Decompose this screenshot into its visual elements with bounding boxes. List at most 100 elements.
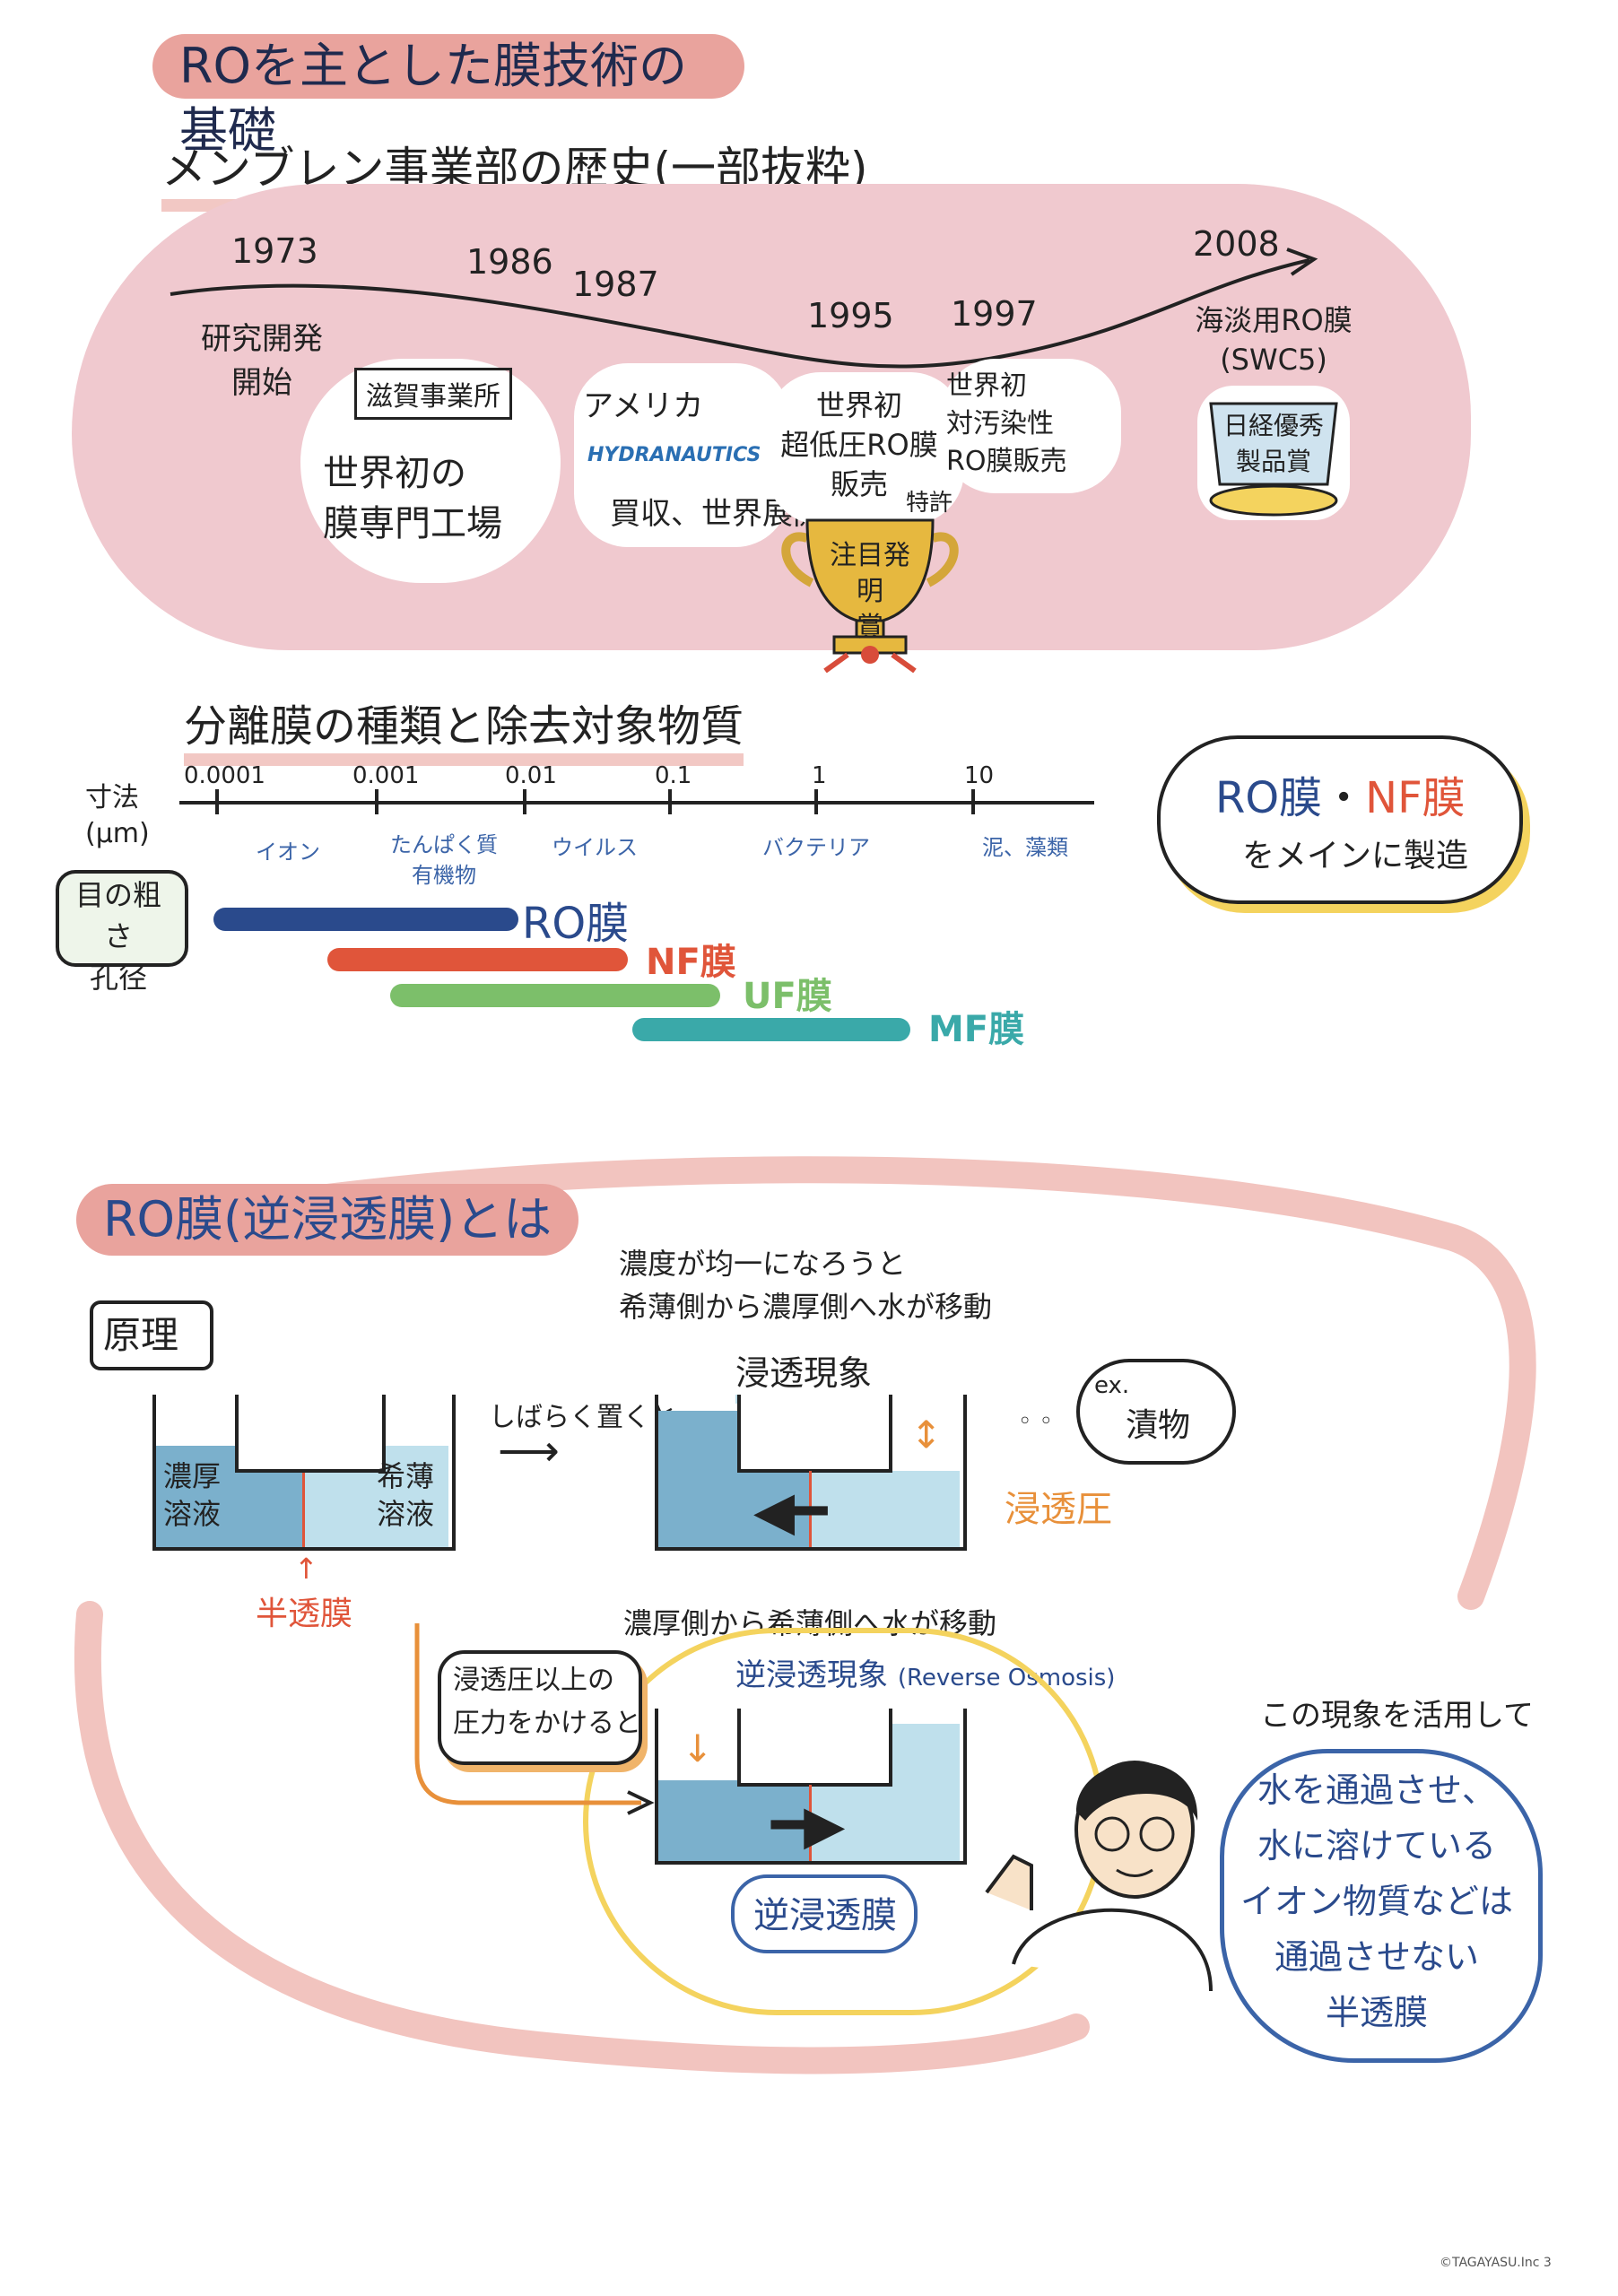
osmotic-pressure-label: 浸透圧 (1005, 1489, 1112, 1530)
ro-membrane-label: 逆浸透膜 (753, 1895, 897, 1936)
event-2008-text: 海淡用RO膜 (SWC5) (1195, 303, 1353, 377)
category-protein: たんぱく質 有機物 (390, 832, 498, 888)
axis-tick (814, 789, 818, 814)
award-1995: 注目発明 賞 (830, 540, 910, 643)
semi-membrane-label: 半透膜 (256, 1596, 353, 1632)
trophy-icon (781, 518, 959, 673)
pressure-down-arrow: ↓ (682, 1726, 714, 1770)
pickles-dots: ◦ ◦ (1018, 1408, 1053, 1435)
summary-cloud-text: 水を通過させ、 水に溶けている イオン物質などは 通過させない 半透膜 (1240, 1770, 1513, 2032)
ro-membrane-box (731, 1874, 918, 1953)
axis-label: 寸法 (μm) (85, 782, 150, 849)
reverse-membrane-line (809, 1785, 812, 1861)
ro-label: RO膜 (522, 899, 630, 949)
page-number: 3 (1543, 2256, 1552, 2270)
after-a-while-label: しばらく置くと (489, 1402, 677, 1433)
elbow-arrow (414, 1623, 655, 1815)
pressure-label-box (438, 1650, 642, 1765)
award-2008: 日経優秀 製品賞 (1222, 411, 1324, 476)
main-products-bubble (1157, 735, 1523, 904)
cup-icon (1209, 402, 1338, 517)
tick-label: 10 (964, 762, 995, 789)
uf-range-bar (390, 984, 720, 1007)
dilute-label: 希薄 溶液 (377, 1459, 435, 1531)
tick-label: 1 (812, 762, 827, 789)
year-1995: 1995 (807, 296, 894, 335)
mf-label: MF膜 (928, 1009, 1025, 1050)
apply-label: この現象を活用して (1260, 1698, 1534, 1734)
tank-reverse (655, 1709, 967, 1865)
principle-text: 原理 (103, 1313, 179, 1357)
category-virus: ウイルス (552, 835, 638, 860)
event-1987-card (574, 363, 789, 547)
event-1973-text: 研究開発 開始 (201, 321, 323, 401)
principle-label (90, 1300, 213, 1370)
year-1987: 1987 (572, 265, 659, 304)
year-1997: 1997 (951, 294, 1038, 334)
ro-heading: RO膜(逆浸透膜)とは (76, 1184, 579, 1256)
osmosis-description: 濃度が均一になろうと 希薄側から濃厚側へ水が移動 (619, 1247, 993, 1324)
event-1995-card (767, 372, 964, 525)
bubble-sep: ・ (1322, 773, 1366, 823)
presenter-illustration (985, 1761, 1213, 1992)
tick-label: 0.01 (505, 762, 557, 789)
mf-range-bar (632, 1018, 910, 1041)
event-1987-text: アメリカ (583, 388, 704, 424)
category-bacteria: バクテリア (762, 835, 870, 860)
axis-tick (523, 789, 526, 814)
tank-initial (152, 1395, 456, 1551)
pickles-text: 漬物 (1126, 1407, 1191, 1444)
event-1995-text: 世界初 超低圧RO膜 販売 (780, 388, 938, 501)
axis-tick (971, 789, 975, 814)
category-algae: 泥、藻類 (982, 835, 1068, 860)
nf-range-bar (327, 948, 628, 971)
category-ion: イオン (256, 839, 320, 865)
axis-tick (375, 789, 378, 814)
tick-label: 0.0001 (184, 762, 265, 789)
factory-sign: 滋賀事業所 (354, 368, 512, 420)
bubble-line2: をメインに製造 (1242, 838, 1469, 874)
ro-range-bar (213, 908, 518, 931)
membranes-heading: 分離膜の種類と除去対象物質 (184, 691, 744, 766)
event-1997-card (942, 359, 1121, 493)
footer-copyright: ©TAGAYASU.Inc 3 (1440, 2256, 1552, 2270)
semi-membrane-line (302, 1471, 305, 1547)
bubble-ro: RO膜 (1215, 773, 1323, 823)
tank-osmosis-inner-box (737, 1395, 892, 1473)
uf-label: UF膜 (743, 976, 832, 1017)
event-1997-text: 世界初 対汚染性 RO膜販売 (946, 370, 1067, 477)
tank-initial-inner-box (235, 1395, 386, 1473)
pore-size-text: 目の粗さ 孔径 (74, 878, 161, 995)
year-1973: 1973 (231, 231, 318, 271)
patent-note: 特許 (906, 490, 953, 517)
tick-label: 0.001 (352, 762, 420, 789)
summary-cloud (1220, 1749, 1543, 2063)
pressure-label: 浸透圧以上の 圧力をかけると (453, 1665, 641, 1739)
bubble-nf: NF膜 (1365, 773, 1466, 823)
pickles-bubble (1076, 1359, 1236, 1465)
tick-label: 0.1 (655, 762, 692, 789)
tank-osmosis (655, 1395, 967, 1551)
axis-tick (215, 789, 219, 814)
size-axis (179, 801, 1094, 804)
pore-size-label (56, 870, 188, 967)
event-1986-text: 世界初の 膜専門工場 (323, 453, 502, 544)
bubble-line1: RO膜・NF膜 (1215, 762, 1466, 825)
year-2008: 2008 (1193, 224, 1280, 264)
tank-osmosis-right-water (811, 1471, 960, 1547)
nf-label: NF膜 (646, 942, 736, 983)
page-title: ROを主とした膜技術の基礎 (152, 34, 744, 159)
concentrated-label: 濃厚 溶液 (163, 1459, 222, 1531)
osmosis-membrane-line (809, 1471, 812, 1547)
hydranautics-logo: HYDRANAUTICS (587, 444, 761, 466)
right-flow-arrow: ━▶ (771, 1794, 846, 1857)
axis-tick (668, 789, 672, 814)
osmotic-pressure-arrow: ↕ (910, 1413, 943, 1457)
tank-reverse-left-water (658, 1780, 811, 1861)
membrane-pointer-arrow: ↑ (294, 1552, 318, 1586)
right-arrow: ⟶ (498, 1426, 560, 1476)
event-1986-card (300, 359, 561, 583)
left-flow-arrow: ◀━ (753, 1480, 828, 1543)
timeline-arrow (170, 248, 1318, 369)
tank-reverse-inner-box (737, 1709, 892, 1787)
